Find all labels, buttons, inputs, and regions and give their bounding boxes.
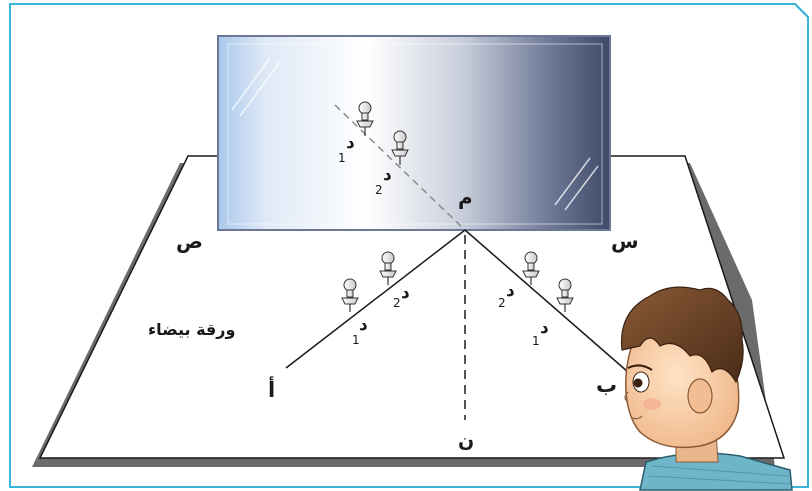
pin-right-1 — [556, 278, 574, 312]
pin-label-mirror-1: د — [346, 133, 355, 153]
label-mirror-point: م — [458, 185, 473, 209]
label-left-ray-end: أ — [268, 375, 275, 402]
plane-mirror — [217, 35, 611, 231]
pin-mirror-2 — [391, 130, 409, 165]
pin-left-1 — [341, 278, 359, 312]
mirror-glare — [231, 57, 599, 211]
label-normal-end: ن — [458, 430, 474, 452]
boy-observer — [620, 286, 793, 491]
pin-label-right-2: د — [506, 281, 515, 301]
mirror-inner-border — [227, 43, 603, 225]
pin-left-2 — [379, 251, 397, 285]
ray-left — [285, 229, 466, 369]
frame-corner-fold — [794, 3, 809, 18]
pin-sub-right-2: 2 — [498, 296, 506, 310]
pin-right-2 — [522, 251, 540, 285]
pin-mirror-1 — [356, 101, 374, 136]
pin-label-mirror-2: د — [383, 165, 392, 185]
pin-sub-right-1: 1 — [532, 334, 540, 348]
pin-sub-mirror-2: 2 — [375, 183, 383, 197]
ray-right — [464, 229, 629, 373]
boy-hair — [620, 286, 744, 384]
pin-label-left-2: د — [401, 283, 410, 303]
virtual-ray-dashed — [334, 104, 466, 231]
pin-label-right-1: د — [540, 318, 549, 338]
label-left-edge: ص — [176, 229, 203, 253]
label-right-ray-end: ب — [596, 373, 617, 397]
pin-label-left-1: د — [359, 315, 368, 335]
pin-sub-left-2: 2 — [393, 296, 401, 310]
pin-sub-mirror-1: 1 — [338, 151, 346, 165]
boy-ear — [687, 378, 713, 414]
pin-sub-left-1: 1 — [352, 333, 360, 347]
label-right-edge: س — [611, 229, 639, 253]
label-paper: ورقة بيضاء — [148, 320, 235, 339]
